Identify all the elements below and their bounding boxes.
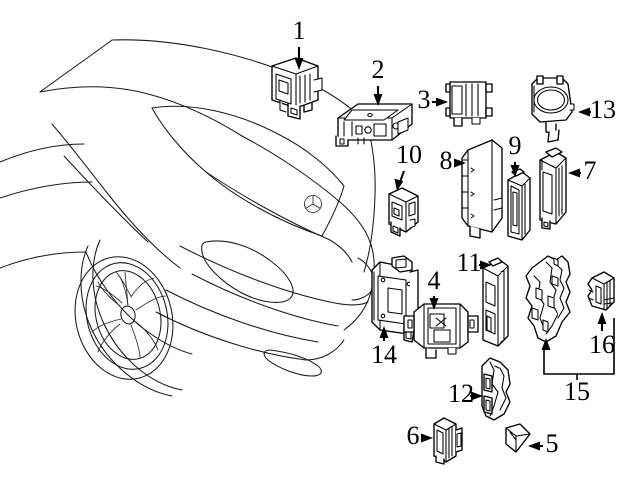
callout-label-5: 5 <box>546 429 559 458</box>
mercedes-star-emblem <box>304 195 322 213</box>
part-11 <box>482 257 509 347</box>
vehicle-outline <box>0 39 376 397</box>
assembly-15 <box>525 255 571 343</box>
module-3 <box>445 81 493 127</box>
callout-label-12: 12 <box>448 379 474 408</box>
part-12 <box>481 357 511 421</box>
part-16 <box>587 271 615 311</box>
part-8 <box>461 139 503 239</box>
callout-label-15: 15 <box>564 377 590 406</box>
part-9 <box>507 168 531 241</box>
wheel-spokes <box>91 271 167 359</box>
callout-label-3: 3 <box>418 85 431 114</box>
callout-label-13: 13 <box>590 95 616 124</box>
callout-label-16: 16 <box>589 330 615 359</box>
callout-label-4: 4 <box>428 266 441 295</box>
callout-label-8: 8 <box>440 146 453 175</box>
callout-numbers: 1 2 3 4 5 6 7 8 9 10 11 12 13 14 15 16 <box>293 16 617 458</box>
callout-label-1: 1 <box>293 16 306 45</box>
callout-label-6: 6 <box>407 421 420 450</box>
module-2 <box>335 103 413 147</box>
part-10 <box>388 187 419 237</box>
callout-label-14: 14 <box>371 340 397 369</box>
callout-label-9: 9 <box>509 131 522 160</box>
callout-label-2: 2 <box>372 55 385 84</box>
callout-leaders <box>294 47 615 451</box>
module-4 <box>403 303 479 359</box>
part-6 <box>433 417 463 465</box>
module-1 <box>271 57 323 120</box>
part-5 <box>505 423 531 453</box>
part-7 <box>539 147 567 230</box>
callout-label-11: 11 <box>456 248 481 277</box>
part-13 <box>531 75 575 143</box>
callout-label-7: 7 <box>584 156 597 185</box>
callout-label-10: 10 <box>396 140 422 169</box>
